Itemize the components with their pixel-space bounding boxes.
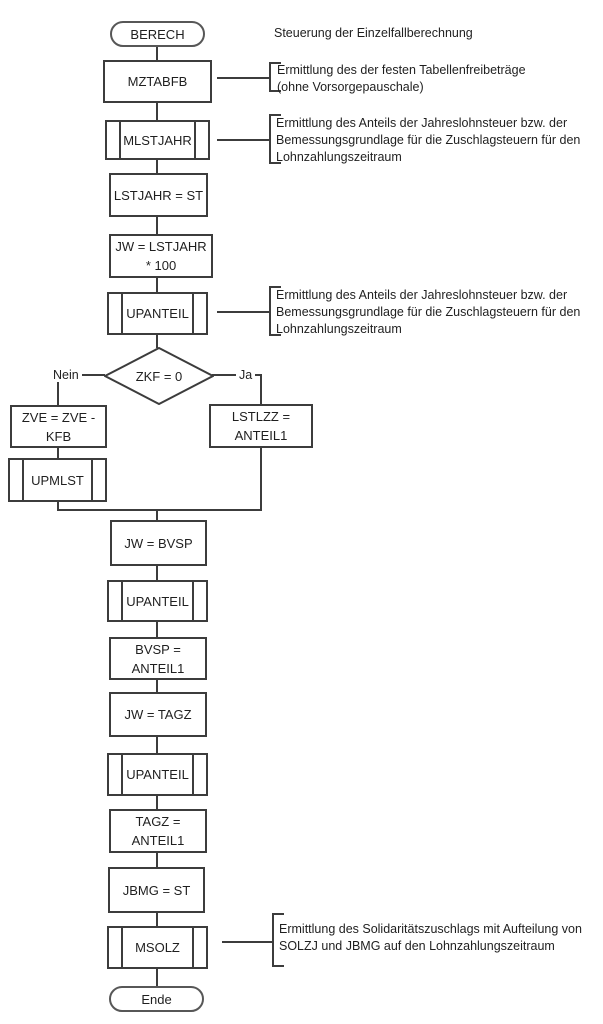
connector-start-mztabfb (156, 47, 158, 60)
connector-jbmg-msolz (156, 913, 158, 926)
chart-title: Steuerung der Einzelfallberechnung (274, 26, 473, 40)
node-upanteil-3: UPANTEIL (107, 753, 208, 796)
connector-upanteil1-decision (156, 335, 158, 348)
node-upmlst: UPMLST (8, 458, 107, 502)
node-mztabfb: MZTABFB (103, 60, 212, 103)
node-jw-tagz: JW = TAGZ (109, 692, 207, 737)
node-msolz: MSOLZ (107, 926, 208, 969)
annotation-text-upanteil: Ermittlung des Anteils der Jahreslohnste… (276, 288, 581, 336)
annotation-connector-mlstjahr (217, 139, 269, 141)
connector-merge-jwbvsp (156, 511, 158, 520)
annotation-connector-upanteil (217, 311, 269, 313)
decision-zkf-shape (104, 347, 214, 405)
node-lstlzz-anteil1: LSTLZZ = ANTEIL1 (209, 404, 313, 448)
connector-msolz-ende (156, 969, 158, 986)
connector-ja-down (260, 374, 262, 404)
connector-merge-horizontal (57, 509, 262, 511)
node-bvsp-anteil1: BVSP = ANTEIL1 (109, 637, 207, 680)
node-upanteil-1: UPANTEIL (107, 292, 208, 335)
node-zve-kfb: ZVE = ZVE - KFB (10, 405, 107, 448)
annotation-connector-mztabfb (217, 77, 269, 79)
annotation-bracket-mztabfb (269, 62, 281, 92)
connector-zve-upmlst (57, 448, 59, 458)
annotation-text-mztabfb: Ermittlung des der festen Tabellenfreibe… (277, 63, 526, 94)
node-ende-end: Ende (109, 986, 204, 1012)
annotation-text-msolz: Ermittlung des Solidaritätszuschlags mit… (279, 922, 582, 953)
node-jbmg-st: JBMG = ST (108, 867, 205, 913)
connector-mlstjahr-lstjahr (156, 160, 158, 173)
node-upanteil-2: UPANTEIL (107, 580, 208, 622)
connector-mztabfb-mlstjahr (156, 103, 158, 120)
connector-tagz-jbmg (156, 853, 158, 867)
annotation-connector-msolz (222, 941, 272, 943)
connector-bvsp-jwtagz (156, 680, 158, 692)
annotation-text-mlstjahr: Ermittlung des Anteils der Jahreslohnste… (276, 116, 581, 164)
node-jw-lstjahr: JW = LSTJAHR * 100 (109, 234, 213, 278)
connector-upmlst-merge (57, 502, 59, 511)
connector-jwtagz-upanteil3 (156, 737, 158, 753)
connector-upanteil3-tagz (156, 796, 158, 809)
connector-upanteil2-bvsp (156, 622, 158, 637)
node-mlstjahr: MLSTJAHR (105, 120, 210, 160)
connector-nein-down (57, 374, 59, 405)
connector-lstjahr-jwlstjahr (156, 217, 158, 234)
branch-label-nein: Nein (50, 368, 82, 382)
connector-jwbvsp-upanteil2 (156, 566, 158, 580)
node-lstjahr-st: LSTJAHR = ST (109, 173, 208, 217)
node-jw-bvsp: JW = BVSP (110, 520, 207, 566)
connector-lstlzz-merge (260, 448, 262, 511)
node-tagz-anteil1: TAGZ = ANTEIL1 (109, 809, 207, 853)
node-berech-start: BERECH (110, 21, 205, 47)
annotation-bracket-mlstjahr (269, 114, 281, 164)
annotation-bracket-msolz (272, 913, 284, 967)
connector-jwlstjahr-upanteil1 (156, 278, 158, 292)
decision-zkf-label: ZKF = 0 (135, 368, 183, 384)
branch-label-ja: Ja (236, 368, 256, 382)
annotation-bracket-upanteil (269, 286, 281, 336)
